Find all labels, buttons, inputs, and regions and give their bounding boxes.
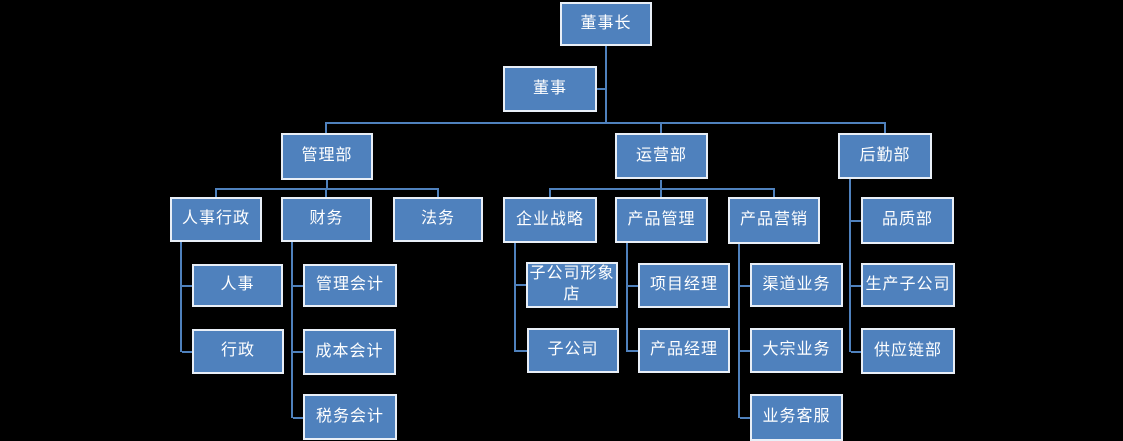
connector-stub-supply-chain — [851, 351, 861, 353]
org-node-finance[interactable]: 财务 — [281, 197, 372, 242]
connector-drop-management — [325, 124, 327, 133]
connector-drop-product-mktg — [773, 190, 775, 197]
org-node-label: 子公司形象店 — [529, 265, 615, 303]
org-node-label: 产品营销 — [739, 211, 808, 229]
connector-management-drop — [326, 180, 328, 188]
connector-drop-finance — [325, 190, 327, 197]
connector-stub-image-store — [516, 284, 526, 286]
org-node-label: 业务客服 — [762, 408, 831, 426]
connector-stub-cust-service — [740, 417, 750, 419]
org-node-product-marketing[interactable]: 产品营销 — [728, 197, 820, 244]
org-node-production-subsidiary[interactable]: 生产子公司 — [861, 263, 955, 307]
org-node-product-management[interactable]: 产品管理 — [615, 197, 708, 243]
connector-logistics-hang — [849, 179, 851, 352]
org-node-corporate-strategy[interactable]: 企业战略 — [503, 197, 597, 243]
connector-chairman-drop — [605, 46, 607, 124]
org-node-cost-accounting[interactable]: 成本会计 — [303, 329, 396, 375]
org-node-label: 大宗业务 — [762, 341, 831, 359]
org-node-label: 董事长 — [580, 14, 632, 32]
org-node-bulk-business[interactable]: 大宗业务 — [750, 328, 843, 373]
org-node-label: 产品管理 — [627, 210, 696, 228]
connector-operations-drop — [660, 180, 662, 188]
org-node-operations-dept[interactable]: 运营部 — [615, 133, 708, 179]
connector-stub-bulk — [740, 350, 750, 352]
org-node-label: 企业战略 — [515, 210, 584, 228]
connector-stub-admin — [182, 351, 192, 353]
connector-drop-strategy — [549, 190, 551, 197]
org-node-supply-chain-dept[interactable]: 供应链部 — [861, 328, 955, 374]
connector-strategy-hang — [514, 243, 516, 352]
connector-stub-product-mgr — [628, 350, 638, 352]
org-node-label: 运营部 — [635, 146, 687, 164]
connector-hr-admin-hang — [180, 242, 182, 352]
connector-drop-logistics — [884, 124, 886, 133]
connector-operations-rail — [549, 188, 775, 190]
connector-drop-legal — [437, 190, 439, 197]
connector-level2-rail — [325, 122, 886, 124]
org-node-label: 税务会计 — [315, 407, 384, 425]
org-node-label: 子公司 — [547, 341, 599, 359]
connector-drop-product-mgmt — [660, 190, 662, 197]
org-node-management-dept[interactable]: 管理部 — [281, 133, 373, 180]
org-node-chairman[interactable]: 董事长 — [560, 2, 652, 46]
connector-stub-tax-acct — [293, 417, 303, 419]
org-node-channel-business[interactable]: 渠道业务 — [750, 263, 843, 307]
org-node-label: 行政 — [220, 342, 255, 360]
org-node-label: 法务 — [420, 210, 455, 228]
connector-product-mktg-hang — [738, 244, 740, 418]
org-node-tax-accounting[interactable]: 税务会计 — [303, 394, 397, 440]
connector-drop-operations — [660, 124, 662, 133]
connector-product-mgmt-hang — [626, 243, 628, 352]
org-node-business-customer-service[interactable]: 业务客服 — [750, 394, 843, 441]
org-node-hr-admin[interactable]: 人事行政 — [170, 197, 262, 242]
org-node-hr[interactable]: 人事 — [192, 264, 283, 307]
connector-stub-mgmt-acct — [293, 285, 303, 287]
org-node-label: 后勤部 — [859, 146, 911, 164]
org-node-product-manager[interactable]: 产品经理 — [638, 328, 730, 373]
org-node-project-manager[interactable]: 项目经理 — [638, 263, 730, 308]
org-node-director[interactable]: 董事 — [503, 66, 597, 112]
connector-finance-hang — [291, 242, 293, 418]
org-node-label: 人事 — [220, 276, 255, 294]
org-node-label: 成本会计 — [315, 342, 384, 360]
connector-stub-subsidiary — [516, 350, 527, 352]
connector-stub-prod-subsidiary — [851, 285, 861, 287]
org-node-label: 管理部 — [301, 147, 353, 165]
org-node-label: 产品经理 — [649, 341, 718, 359]
connector-stub-channel — [740, 285, 750, 287]
connector-drop-hr-admin — [215, 190, 217, 197]
org-node-subsidiary-image-store[interactable]: 子公司形象店 — [526, 262, 618, 308]
org-node-subsidiary[interactable]: 子公司 — [527, 328, 619, 373]
org-node-logistics-dept[interactable]: 后勤部 — [838, 133, 932, 179]
org-node-quality-dept[interactable]: 品质部 — [861, 197, 954, 244]
connector-stub-quality — [851, 220, 861, 222]
org-node-label: 项目经理 — [649, 276, 718, 294]
org-node-label: 人事行政 — [181, 210, 250, 228]
org-node-label: 董事 — [532, 79, 567, 97]
connector-director-stub — [597, 88, 605, 90]
org-node-legal[interactable]: 法务 — [393, 197, 483, 242]
org-node-label: 供应链部 — [873, 341, 942, 359]
org-node-label: 财务 — [309, 210, 344, 228]
connector-management-rail — [215, 188, 439, 190]
connector-stub-project-mgr — [628, 285, 638, 287]
connector-stub-hr — [182, 285, 192, 287]
org-node-management-accounting[interactable]: 管理会计 — [303, 264, 397, 307]
connector-stub-cost-acct — [293, 351, 303, 353]
org-node-admin[interactable]: 行政 — [192, 329, 284, 374]
org-node-label: 渠道业务 — [762, 275, 831, 293]
org-node-label: 品质部 — [881, 211, 933, 229]
org-node-label: 管理会计 — [315, 276, 384, 294]
org-node-label: 生产子公司 — [865, 275, 951, 293]
